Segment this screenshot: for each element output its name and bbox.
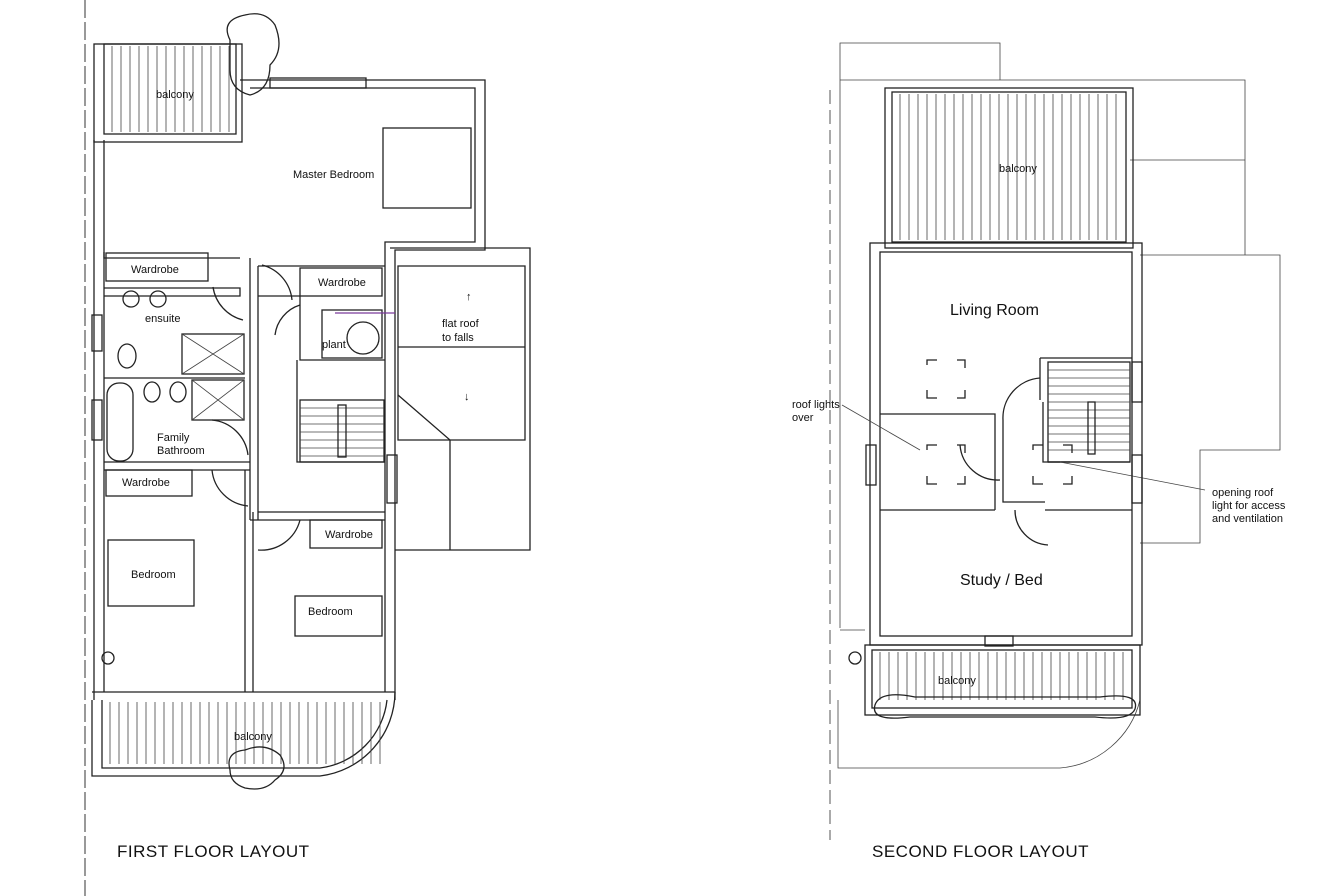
room-label-living-room: Living Room bbox=[950, 302, 1039, 319]
arrow-down-icon: ↓ bbox=[464, 391, 470, 403]
room-label-wardrobe: Wardrobe bbox=[131, 264, 179, 276]
room-label-flat-roof: to falls bbox=[442, 332, 474, 344]
room-label-balcony: balcony bbox=[938, 675, 976, 687]
room-label-balcony: balcony bbox=[156, 89, 194, 101]
second-floor-title: SECOND FLOOR LAYOUT bbox=[872, 842, 1089, 861]
room-label-bedroom: Bedroom bbox=[131, 569, 176, 581]
master-bed bbox=[382, 127, 472, 209]
room-label-family-bathroom: Bathroom bbox=[157, 445, 205, 457]
room-label-bedroom: Bedroom bbox=[308, 606, 353, 618]
room-label-flat-roof: flat roof bbox=[442, 318, 480, 330]
room-label-balcony: balcony bbox=[234, 731, 272, 743]
second-floor-plan: balcony Living Room Study / Bed balcony … bbox=[792, 42, 1286, 861]
annotation-roof-lights: over bbox=[792, 412, 814, 424]
room-label-wardrobe: Wardrobe bbox=[318, 277, 366, 289]
room-label-plant: plant bbox=[322, 339, 346, 351]
annotation-opening-roof-light: and ventilation bbox=[1212, 513, 1283, 525]
annotation-opening-roof-light: opening roof bbox=[1212, 487, 1274, 499]
room-label-balcony: balcony bbox=[999, 163, 1037, 175]
arrow-up-icon: ↑ bbox=[466, 291, 472, 303]
leader-line bbox=[841, 404, 921, 451]
room-label-study-bed: Study / Bed bbox=[960, 572, 1043, 589]
room-label-wardrobe: Wardrobe bbox=[122, 477, 170, 489]
first-floor-title: FIRST FLOOR LAYOUT bbox=[117, 842, 310, 861]
room-label-family-bathroom: Family bbox=[157, 432, 190, 444]
room-label-ensuite: ensuite bbox=[145, 313, 180, 325]
room-label-wardrobe: Wardrobe bbox=[325, 529, 373, 541]
annotation-opening-roof-light: light for access bbox=[1212, 500, 1286, 512]
annotation-roof-lights: roof lights bbox=[792, 399, 840, 411]
first-floor-plan: balcony Master Bedroom Wardrobe Wardrobe… bbox=[91, 13, 531, 861]
room-label-master-bedroom: Master Bedroom bbox=[293, 169, 374, 181]
balcony-top-first bbox=[93, 13, 280, 143]
